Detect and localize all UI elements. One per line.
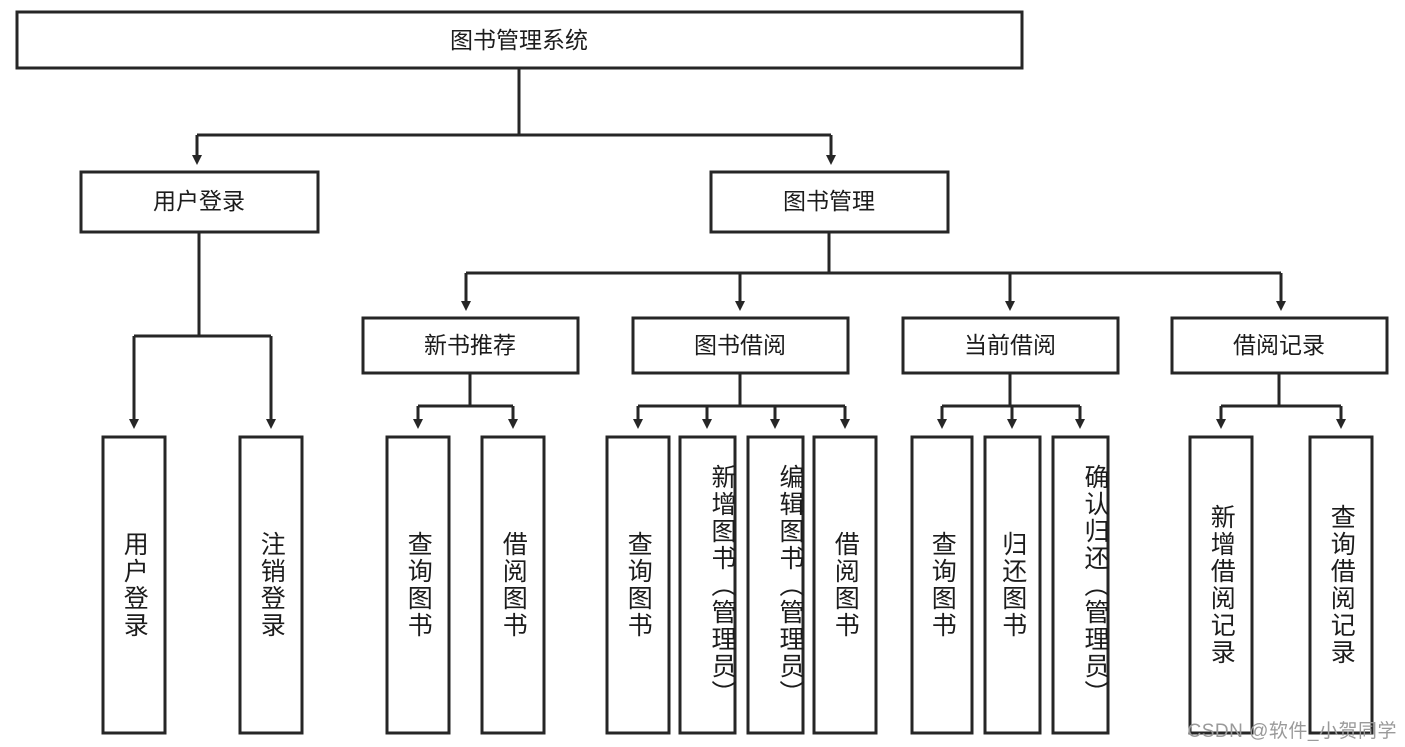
connector-root-to-level2: [192, 68, 836, 165]
node-current-borrow[interactable]: 当前借阅: [901, 316, 1120, 375]
leaf-boxes: [101, 435, 1374, 735]
node-user-login-label: 用户登录: [153, 188, 245, 214]
leaf-box-query-book-3[interactable]: [910, 435, 974, 735]
leaf-box-borrow-book-1[interactable]: [480, 435, 546, 735]
node-borrow-record-label: 借阅记录: [1233, 332, 1325, 358]
leaf-box-query-book-1[interactable]: [385, 435, 451, 735]
connector-borrow-record-to-leaves: [1216, 373, 1346, 429]
leaf-box-borrow-book-2[interactable]: [812, 435, 878, 735]
node-book-management-label: 图书管理: [783, 188, 875, 214]
watermark-text: CSDN @软件_小贺同学: [1187, 721, 1397, 742]
leaf-box-edit-book-admin[interactable]: [746, 435, 805, 735]
node-book-borrow[interactable]: 图书借阅: [631, 316, 850, 375]
leaf-box-return-book[interactable]: [983, 435, 1042, 735]
connector-current-borrow-to-leaves: [937, 373, 1085, 429]
leaf-box-confirm-return-admin[interactable]: [1051, 435, 1110, 735]
leaf-box-logout[interactable]: [238, 435, 304, 735]
leaf-box-add-borrow-record[interactable]: [1188, 435, 1254, 735]
node-new-book-recommend[interactable]: 新书推荐: [361, 316, 580, 375]
node-borrow-record[interactable]: 借阅记录: [1170, 316, 1389, 375]
connector-user-login-to-leaves: [129, 232, 276, 429]
node-root[interactable]: 图书管理系统: [15, 10, 1024, 70]
node-book-management[interactable]: 图书管理: [709, 170, 950, 234]
node-book-borrow-label: 图书借阅: [694, 332, 786, 358]
leaf-box-user-login[interactable]: [101, 435, 167, 735]
node-user-login[interactable]: 用户登录: [79, 170, 320, 234]
connector-book-borrow-to-leaves: [633, 373, 850, 429]
leaf-box-add-book-admin[interactable]: [678, 435, 737, 735]
node-root-label: 图书管理系统: [450, 27, 588, 53]
leaf-box-query-borrow-record[interactable]: [1308, 435, 1374, 735]
node-new-book-recommend-label: 新书推荐: [424, 332, 516, 358]
connector-book-management-to-level3: [461, 232, 1286, 311]
leaf-box-query-book-2[interactable]: [605, 435, 671, 735]
node-current-borrow-label: 当前借阅: [964, 332, 1056, 358]
connector-new-book-recommend-to-leaves: [413, 373, 518, 429]
